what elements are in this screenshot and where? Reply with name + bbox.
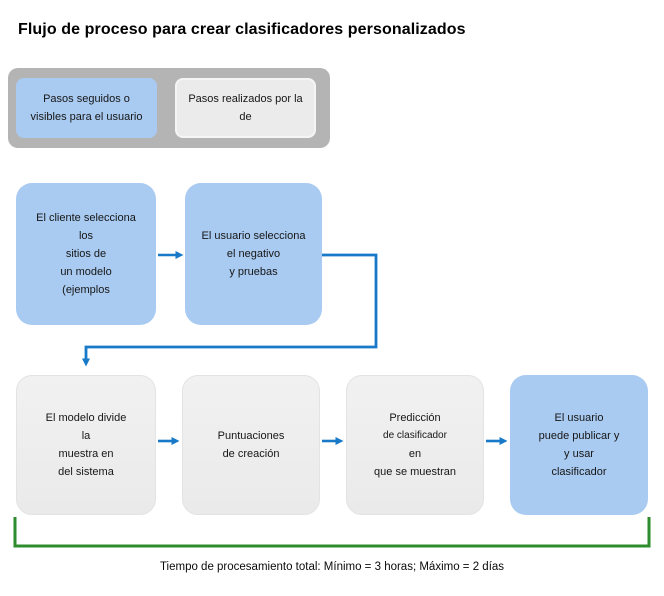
legend-system-steps-label: Pasos realizados por la (188, 93, 303, 105)
step-text: El usuario (554, 412, 604, 424)
step-text: que se muestran (374, 466, 456, 478)
step-text: en (408, 448, 422, 460)
step-text: sitios de (65, 248, 107, 260)
flow-step-prediction: Predicción de clasificador en que se mue… (346, 375, 484, 515)
legend-user-steps: Pasos seguidos o visibles para el usuari… (16, 78, 157, 138)
step-text: y usar (564, 448, 594, 460)
step-text: de creación (222, 448, 280, 460)
step-text: Predicción (389, 412, 441, 424)
step-text: El cliente selecciona (36, 212, 136, 224)
legend: Pasos seguidos o visibles para el usuari… (8, 68, 330, 148)
step-text: los (78, 230, 94, 242)
step-text: y pruebas (229, 266, 278, 278)
step-text: Puntuaciones (217, 430, 285, 442)
flow-step-client-selects: El cliente selecciona los sitios de un m… (16, 183, 156, 325)
step-text: clasificador (551, 466, 607, 478)
step-text: un modelo (60, 266, 112, 278)
step-text: El modelo divide (45, 412, 127, 424)
step-text: de clasificador (383, 430, 447, 441)
flow-step-user-selects: El usuario selecciona el negativo y prue… (185, 183, 322, 325)
legend-user-steps-label: visibles para el usuario (30, 111, 143, 123)
timing-bracket (13, 517, 651, 548)
legend-system-steps-label: de (239, 111, 252, 123)
legend-user-steps-label: Pasos seguidos o (43, 93, 130, 105)
legend-system-steps: Pasos realizados por la de (175, 78, 316, 138)
step-text: del sistema (58, 466, 114, 478)
step-text: el negativo (226, 248, 281, 260)
flow-step-publish: El usuario puede publicar y y usar clasi… (510, 375, 648, 515)
processing-time-note: Tiempo de procesamiento total: Mínimo = … (159, 561, 505, 573)
page-title: Flujo de proceso para crear clasificador… (18, 21, 466, 38)
flow-step-model-splits: El modelo divide la muestra en del siste… (16, 375, 156, 515)
step-text: (ejemplos (62, 284, 110, 296)
step-text: la (81, 430, 91, 442)
step-text: muestra en (58, 448, 114, 460)
flow-step-scores: Puntuaciones de creación (182, 375, 320, 515)
step-text: puede publicar y (538, 430, 620, 442)
step-text: El usuario selecciona (201, 230, 306, 242)
